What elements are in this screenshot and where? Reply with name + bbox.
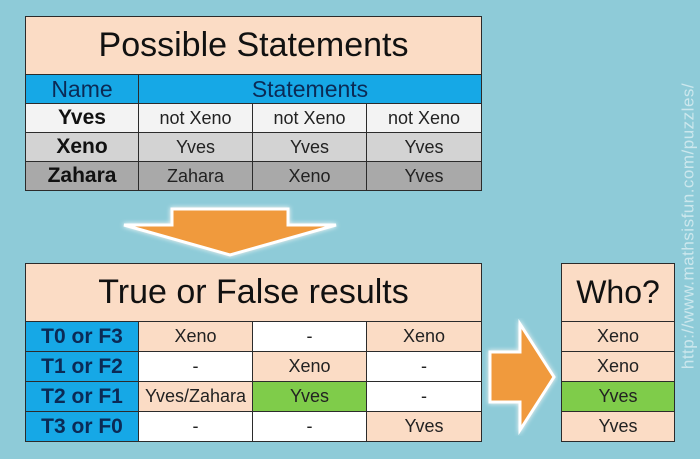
result-cell: - bbox=[138, 411, 253, 442]
result-cell: - bbox=[366, 381, 482, 412]
possible-statements-table: Possible Statements Name Statements Yves… bbox=[25, 16, 482, 191]
row-label: T3 or F0 bbox=[25, 411, 139, 442]
row-name: Zahara bbox=[25, 161, 139, 191]
who-cell: Yves bbox=[561, 381, 675, 412]
row-name: Yves bbox=[25, 103, 139, 133]
who-cell: Xeno bbox=[561, 351, 675, 382]
row-label: T2 or F1 bbox=[25, 381, 139, 412]
who-table: Who? Xeno Xeno Yves Yves bbox=[561, 263, 675, 442]
statement-row-zahara: Zahara Zahara Xeno Yves bbox=[25, 161, 482, 191]
statement-cell: Yves bbox=[138, 132, 253, 162]
statement-cell: Xeno bbox=[252, 161, 367, 191]
result-cell: Yves/Zahara bbox=[138, 381, 253, 412]
right-arrow-icon bbox=[488, 318, 556, 436]
result-cell: - bbox=[138, 351, 253, 382]
result-row-t1: T1 or F2 - Xeno - bbox=[25, 351, 482, 382]
row-name: Xeno bbox=[25, 132, 139, 162]
statement-row-xeno: Xeno Yves Yves Yves bbox=[25, 132, 482, 162]
result-cell: Yves bbox=[252, 381, 367, 412]
results-title: True or False results bbox=[25, 263, 482, 322]
statement-cell: not Xeno bbox=[138, 103, 253, 133]
statement-cell: Yves bbox=[366, 161, 482, 191]
result-cell: Xeno bbox=[252, 351, 367, 382]
statement-cell: not Xeno bbox=[366, 103, 482, 133]
result-row-t2: T2 or F1 Yves/Zahara Yves - bbox=[25, 381, 482, 412]
true-false-results-table: True or False results T0 or F3 Xeno - Xe… bbox=[25, 263, 482, 442]
statement-row-yves: Yves not Xeno not Xeno not Xeno bbox=[25, 103, 482, 133]
watermark: http://www.mathsisfun.com/puzzles/ bbox=[678, 82, 697, 370]
result-cell: - bbox=[366, 351, 482, 382]
who-title: Who? bbox=[561, 263, 675, 322]
possible-statements-title: Possible Statements bbox=[25, 16, 482, 75]
name-column-header: Name bbox=[25, 74, 139, 104]
result-cell: - bbox=[252, 411, 367, 442]
row-label: T1 or F2 bbox=[25, 351, 139, 382]
down-arrow-icon bbox=[123, 207, 337, 257]
result-cell: Xeno bbox=[138, 321, 253, 352]
statement-cell: Yves bbox=[366, 132, 482, 162]
statement-cell: not Xeno bbox=[252, 103, 367, 133]
result-row-t0: T0 or F3 Xeno - Xeno bbox=[25, 321, 482, 352]
result-cell: Xeno bbox=[366, 321, 482, 352]
who-cell: Xeno bbox=[561, 321, 675, 352]
row-label: T0 or F3 bbox=[25, 321, 139, 352]
statement-cell: Yves bbox=[252, 132, 367, 162]
statements-column-header: Statements bbox=[138, 74, 482, 104]
result-cell: - bbox=[252, 321, 367, 352]
result-row-t3: T3 or F0 - - Yves bbox=[25, 411, 482, 442]
result-cell: Yves bbox=[366, 411, 482, 442]
who-cell: Yves bbox=[561, 411, 675, 442]
statement-cell: Zahara bbox=[138, 161, 253, 191]
